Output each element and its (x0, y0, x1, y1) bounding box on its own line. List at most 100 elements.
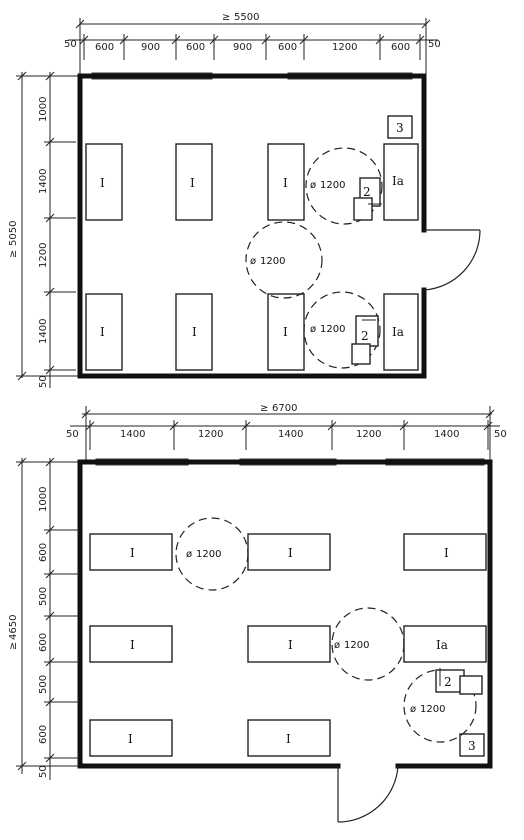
bottom-bed-5-label: I (288, 638, 293, 652)
top-width-seg-4: 900 (233, 42, 252, 53)
top-bed-8-label: Ia (392, 325, 404, 339)
top-bed-7-label: I (283, 325, 288, 339)
top-total-depth: 5050 (8, 221, 19, 246)
top-cabinet-3-label: 3 (396, 121, 404, 135)
bottom-width-seg-0: 50 (66, 429, 79, 440)
top-overall-width-dimension: ≥ 5500 (75, 12, 431, 74)
bottom-bedside-unit: 2 (435, 668, 483, 695)
bottom-bed-1 (89, 533, 173, 571)
top-bed-1 (85, 143, 123, 221)
top-unit-2b-label: 2 (361, 329, 369, 343)
bottom-bed-6 (403, 625, 487, 663)
top-circle-2 (245, 221, 323, 299)
top-bed-3 (267, 143, 305, 221)
top-circle-2-symbol: ø (250, 256, 256, 267)
top-cabinet-3 (387, 115, 413, 139)
bottom-bed-1-label: I (130, 546, 135, 560)
bottom-total-depth-symbol: ≥ (8, 642, 19, 650)
top-bed-3-label: I (283, 176, 288, 190)
top-width-seg-1: 600 (95, 42, 114, 53)
top-width-seg-0: 50 (64, 39, 77, 50)
bottom-segment-depth-dimension: 1000 600 500 600 500 600 50 (38, 457, 80, 780)
bottom-depth-seg-6: 50 (38, 765, 49, 778)
bottom-width-seg-3: 1400 (278, 429, 303, 440)
bottom-total-width: 6700 (272, 403, 297, 414)
top-width-seg-3: 600 (186, 42, 205, 53)
plan-top: ≥ 5500 50 600 900 600 900 (8, 12, 481, 388)
top-total-width: 5500 (234, 12, 259, 23)
bottom-width-seg-2: 1200 (198, 429, 223, 440)
bottom-width-seg-6: 50 (494, 429, 507, 440)
top-circle-1 (305, 147, 383, 225)
bottom-circle-3-value: 1200 (420, 704, 445, 715)
bottom-depth-seg-0: 1000 (38, 487, 49, 512)
top-circle-3 (303, 291, 381, 369)
top-total-depth-symbol: ≥ (8, 250, 19, 258)
bottom-circle-2 (331, 607, 405, 681)
bottom-depth-seg-3: 600 (38, 633, 49, 652)
bottom-circle-2-value: 1200 (344, 640, 369, 651)
bottom-bed-7 (89, 719, 173, 757)
bottom-bed-6-label: Ia (436, 638, 448, 652)
top-width-seg-5: 600 (278, 42, 297, 53)
bottom-overall-width-dimension: ≥ 6700 (81, 403, 495, 462)
top-depth-seg-4: 50 (38, 375, 49, 388)
bottom-cabinet-3 (459, 733, 485, 757)
bottom-circle-1 (175, 517, 249, 591)
top-width-seg-8: 50 (428, 39, 441, 50)
bottom-bed-5 (247, 625, 331, 663)
bottom-bed-7-label: I (128, 732, 133, 746)
top-bed-2-label: I (190, 176, 195, 190)
bottom-bed-8 (247, 719, 331, 757)
bottom-width-seg-4: 1200 (356, 429, 381, 440)
top-circle-1-value: 1200 (320, 180, 345, 191)
bottom-depth-seg-5: 600 (38, 725, 49, 744)
bottom-segment-width-dimension: 50 1400 1200 1400 1200 1400 50 (66, 420, 507, 450)
bottom-bed-8-label: I (286, 732, 291, 746)
top-walls (77, 73, 427, 379)
top-width-seg-2: 900 (141, 42, 160, 53)
plan-bottom: ≥ 6700 50 1400 1200 1400 1200 1400 50 (8, 403, 507, 823)
top-bed-1-label: I (100, 176, 105, 190)
bottom-walls (77, 459, 493, 769)
top-segment-width-dimension: 50 600 900 600 900 600 1200 600 50 (64, 34, 441, 60)
top-door (423, 229, 481, 291)
bottom-cabinet-3-label: 3 (468, 739, 476, 753)
top-circle-1-symbol: ø (310, 180, 316, 191)
top-bed-2 (175, 143, 213, 221)
bottom-bed-3-label: I (444, 546, 449, 560)
bottom-depth-seg-1: 600 (38, 543, 49, 562)
bottom-total-width-symbol: ≥ (260, 403, 268, 414)
bottom-circle-1-value: 1200 (196, 549, 221, 560)
top-total-width-symbol: ≥ (222, 12, 230, 23)
top-bed-5-label: I (100, 325, 105, 339)
top-bed-6 (175, 293, 213, 371)
top-width-seg-7: 600 (391, 42, 410, 53)
bottom-bed-4-label: I (130, 638, 135, 652)
bottom-depth-seg-4: 500 (38, 675, 49, 694)
top-circle-3-symbol: ø (310, 324, 316, 335)
bottom-door (337, 765, 399, 823)
top-bed-8 (383, 293, 419, 371)
bottom-circle-2-symbol: ø (334, 640, 340, 651)
bottom-width-seg-1: 1400 (120, 429, 145, 440)
top-bed-7 (267, 293, 305, 371)
top-bedside-unit-upper: 2 (353, 177, 382, 221)
bottom-bed-4 (89, 625, 173, 663)
top-depth-seg-3: 1400 (38, 319, 49, 344)
top-circle-3-value: 1200 (320, 324, 345, 335)
top-bedside-unit-lower: 2 (351, 315, 379, 365)
top-depth-seg-2: 1200 (38, 243, 49, 268)
top-unit-2a-label: 2 (363, 185, 371, 199)
bottom-unit-2-label: 2 (444, 675, 452, 689)
top-depth-seg-0: 1000 (38, 97, 49, 122)
top-depth-seg-1: 1400 (38, 169, 49, 194)
top-circle-2-value: 1200 (260, 256, 285, 267)
bottom-bed-2 (247, 533, 331, 571)
top-segment-depth-dimension: 1000 1400 1200 1400 50 (38, 71, 76, 388)
top-width-seg-6: 1200 (332, 42, 357, 53)
bottom-circle-3-symbol: ø (410, 704, 416, 715)
bottom-bed-2-label: I (288, 546, 293, 560)
bottom-depth-seg-2: 500 (38, 587, 49, 606)
